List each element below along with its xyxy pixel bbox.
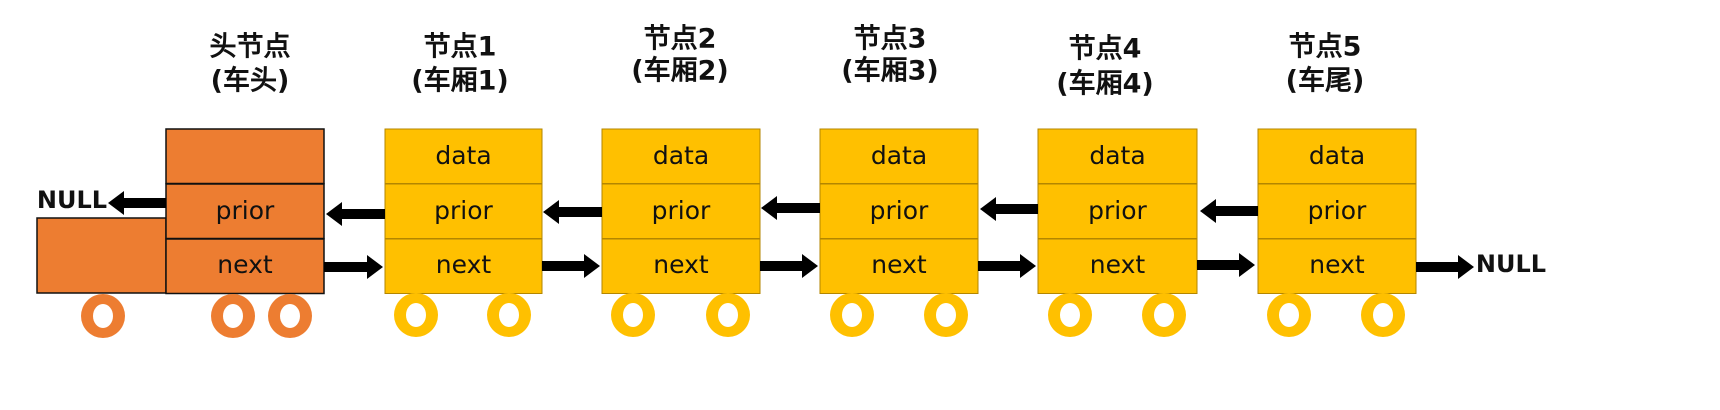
next-label: next: [436, 250, 492, 279]
prior-arrow: [761, 196, 820, 220]
prior-cell: [1257, 183, 1417, 239]
prior-cell: [1037, 183, 1198, 239]
wheel-hub: [842, 303, 862, 327]
next-cell: [1257, 238, 1417, 294]
node-subtitle: (车头): [211, 65, 290, 97]
wheel-hub: [93, 304, 113, 328]
car-wheel: [1267, 293, 1311, 337]
head-wheel: [81, 294, 125, 338]
data-cell: [819, 128, 979, 184]
car-wheel: [924, 293, 968, 337]
data-label: data: [1309, 141, 1365, 170]
node-subtitle: (车厢2): [631, 55, 728, 87]
prior-label: prior: [652, 196, 711, 225]
wheel-hub: [718, 303, 738, 327]
wheel-hub: [280, 304, 300, 328]
next-label: next: [871, 250, 927, 279]
car-wheel: [487, 293, 531, 337]
next-cell: [601, 238, 761, 294]
car-wheel: [1361, 293, 1405, 337]
wheel-hub: [499, 303, 519, 327]
wheel-hub: [1154, 303, 1174, 327]
null-label-left: NULL: [37, 186, 107, 214]
head-node: [165, 128, 325, 295]
next-label: next: [217, 250, 273, 279]
car-wheel: [706, 293, 750, 337]
node-title: 节点1: [424, 32, 497, 63]
prior-label: prior: [216, 196, 275, 225]
node-title: 节点3: [854, 24, 927, 55]
node-5: [1257, 128, 1417, 294]
wheel-hub: [1060, 303, 1080, 327]
wheel-hub: [1373, 303, 1393, 327]
next-cell: [819, 238, 979, 294]
wheel-hub: [1279, 303, 1299, 327]
prior-arrow: [326, 202, 385, 226]
null-label-right: NULL: [1476, 250, 1546, 278]
next-cell: [384, 238, 543, 294]
node-3: [819, 128, 979, 294]
car-wheel: [830, 293, 874, 337]
car-wheel: [1048, 293, 1092, 337]
prior-label: prior: [870, 196, 929, 225]
car-wheel: [611, 293, 655, 337]
node-title: 头节点: [210, 32, 291, 63]
tail-next-null-arrow: [1416, 255, 1474, 279]
prior-cell: [384, 183, 543, 239]
wheel-hub: [936, 303, 956, 327]
next-label: next: [653, 250, 709, 279]
car-wheel: [1142, 293, 1186, 337]
node-subtitle: (车厢4): [1056, 68, 1153, 100]
data-label: data: [653, 141, 709, 170]
data-label: data: [1089, 141, 1145, 170]
next-cell: [165, 238, 325, 295]
wheel-hub: [623, 303, 643, 327]
data-cell: [165, 128, 325, 185]
wheel-hub: [406, 303, 426, 327]
prior-label: prior: [1308, 196, 1367, 225]
next-arrow: [542, 254, 600, 278]
prior-arrow: [543, 200, 602, 224]
head-prior-null-arrow: [108, 191, 166, 215]
next-arrow: [324, 255, 383, 279]
wheel-hub: [223, 304, 243, 328]
node-title: 节点4: [1069, 34, 1142, 65]
next-arrow: [760, 254, 818, 278]
prior-arrow: [1200, 199, 1258, 223]
data-cell: [1257, 128, 1417, 184]
head-locomotive-body: [36, 217, 167, 294]
node-subtitle: (车尾): [1286, 65, 1365, 97]
head-wheel: [211, 294, 255, 338]
next-label: next: [1309, 250, 1365, 279]
node-title: 节点2: [644, 24, 717, 55]
next-arrow: [1197, 253, 1255, 277]
data-cell: [384, 128, 543, 184]
prior-cell: [165, 183, 325, 240]
node-1: [384, 128, 543, 294]
node-title: 节点5: [1289, 32, 1362, 63]
next-label: next: [1090, 250, 1146, 279]
prior-label: prior: [434, 196, 493, 225]
node-subtitle: (车厢1): [411, 65, 508, 97]
prior-cell: [819, 183, 979, 239]
node-subtitle: (车厢3): [841, 55, 938, 87]
head-wheel: [268, 294, 312, 338]
next-arrow: [978, 254, 1036, 278]
car-wheel: [394, 293, 438, 337]
prior-label: prior: [1088, 196, 1147, 225]
prior-arrow: [980, 197, 1038, 221]
node-4: [1037, 128, 1198, 294]
data-cell: [1037, 128, 1198, 184]
data-label: data: [871, 141, 927, 170]
node-2: [601, 128, 761, 294]
data-label: data: [435, 141, 491, 170]
